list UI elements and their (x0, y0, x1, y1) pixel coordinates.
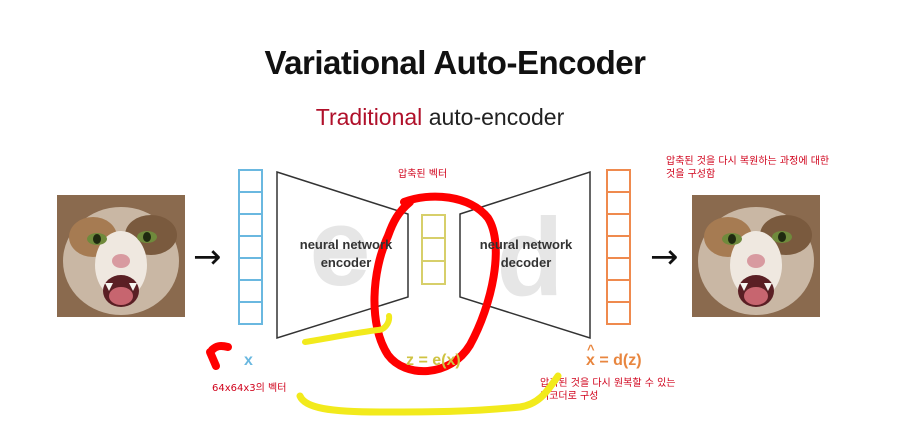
vector-cell (606, 169, 631, 193)
vector-cell (238, 213, 263, 237)
input-cat-image (57, 195, 185, 317)
vector-cell (421, 260, 446, 285)
vector-cell (606, 191, 631, 215)
output-label: x = d(z) (586, 342, 642, 370)
decoder-note-line2: 것을 구성함 (666, 169, 716, 180)
output-note-line1: 압축된 것을 다시 원복할 수 있는 (540, 378, 676, 389)
latent-vector-z (421, 214, 446, 285)
vector-cell (238, 169, 263, 193)
page-subtitle: Traditional auto-encoder (0, 104, 880, 131)
input-vector-note: 64x64x3의 벡터 (212, 383, 287, 394)
vector-cell (238, 257, 263, 281)
output-vector (606, 169, 631, 325)
vector-cell (421, 237, 446, 262)
input-check-annotation (206, 342, 232, 370)
vector-cell (606, 213, 631, 237)
vector-cell (238, 191, 263, 215)
subtitle-accent: Traditional (315, 104, 423, 130)
output-note-line2: 디코더로 구성 (540, 391, 599, 402)
decoder-label-line2: decoder (500, 255, 552, 270)
decoder-label-line1: neural network (479, 237, 573, 252)
vector-cell (238, 235, 263, 259)
cat-face-icon (57, 195, 185, 317)
latent-label-z: z = e(x) (406, 352, 461, 369)
latent-vector-note: 압축된 벡터 (398, 169, 448, 180)
vector-cell (421, 214, 446, 239)
input-arrow: → (193, 237, 222, 277)
vector-cell (606, 279, 631, 303)
cat-face-icon (692, 195, 820, 317)
encoder-underline-annotation (302, 313, 393, 345)
decoder-note-line1: 압축된 것을 다시 복원하는 과정에 대한 (666, 156, 830, 167)
decoder-label: neural network decoder (468, 236, 584, 272)
input-vector-x (238, 169, 263, 325)
vector-cell (606, 257, 631, 281)
encoder-label: neural network encoder (284, 236, 408, 272)
encoder-label-line1: neural network (299, 237, 393, 252)
output-link-annotation (296, 372, 562, 416)
decoder-note: 압축된 것을 다시 복원하는 과정에 대한 것을 구성함 (666, 155, 829, 181)
vector-cell (606, 235, 631, 259)
output-decoder-note: 압축된 것을 다시 원복할 수 있는 디코더로 구성 (540, 377, 676, 403)
vector-cell (606, 301, 631, 325)
output-arrow: → (650, 237, 679, 277)
vector-cell (238, 279, 263, 303)
page-title: Variational Auto-Encoder (264, 44, 646, 81)
encoder-label-line2: encoder (320, 255, 372, 270)
vector-cell (238, 301, 263, 325)
input-label-x: x (244, 352, 253, 369)
output-cat-image (692, 195, 820, 317)
subtitle-rest: auto-encoder (428, 104, 565, 130)
output-label-rest: = d(z) (594, 352, 642, 369)
output-label-symbol: x (586, 342, 595, 370)
